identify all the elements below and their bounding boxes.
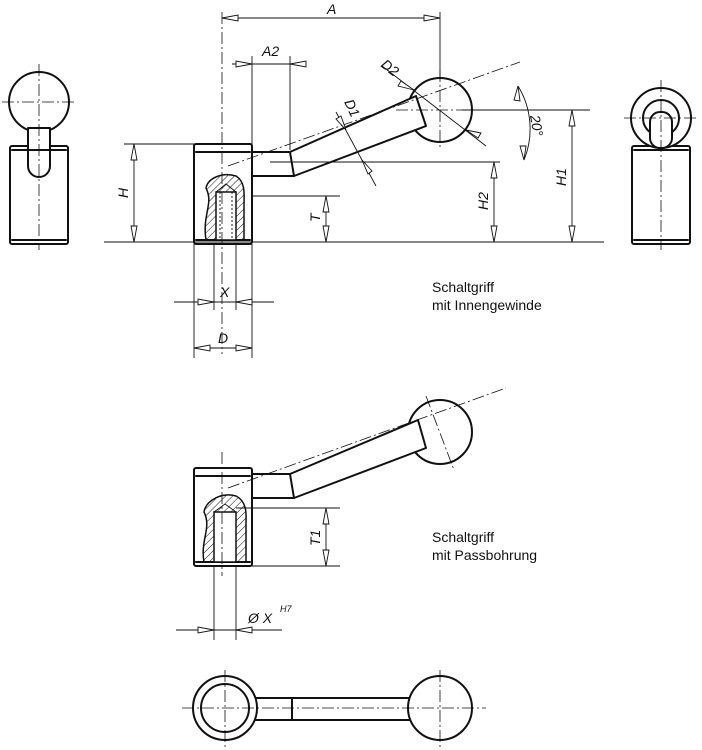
dim-bore-label: Ø X bbox=[247, 610, 273, 626]
dim-h2-label: H2 bbox=[475, 192, 491, 210]
top-view-dimensions: A A2 D1 D2 20° H H1 H2 T X D bbox=[104, 1, 604, 358]
middle-view-dimensions: T1 Ø X H7 bbox=[176, 507, 340, 640]
dim-t-label: T bbox=[307, 212, 323, 222]
dim-x-label: X bbox=[219, 284, 230, 300]
bottom-plan-view bbox=[182, 670, 486, 748]
dim-d-label: D bbox=[218, 330, 228, 346]
dim-h1-label: H1 bbox=[553, 168, 569, 186]
caption-fitted-bore-line2: mit Passbohrung bbox=[432, 547, 538, 563]
left-side-view bbox=[2, 64, 76, 250]
caption-internal-thread: Schaltgriff mit Innengewinde bbox=[432, 278, 542, 314]
dim-t1-label: T1 bbox=[307, 530, 323, 546]
dim-h-label: H bbox=[115, 187, 131, 198]
dim-angle-label: 20° bbox=[527, 113, 547, 138]
top-main-view bbox=[193, 12, 521, 354]
dim-d2-label: D2 bbox=[378, 56, 402, 80]
dim-bore-tolerance: H7 bbox=[280, 604, 292, 614]
caption-fitted-bore: Schaltgriff mit Passbohrung bbox=[432, 528, 537, 564]
caption-fitted-bore-line1: Schaltgriff bbox=[432, 529, 494, 545]
dim-a2-label: A2 bbox=[261, 43, 279, 59]
caption-internal-thread-line2: mit Innengewinde bbox=[432, 297, 542, 313]
dim-d1-label: D1 bbox=[341, 97, 363, 120]
dim-a-label: A bbox=[326, 1, 336, 17]
right-side-view bbox=[624, 80, 698, 250]
caption-internal-thread-line1: Schaltgriff bbox=[432, 279, 494, 295]
middle-view bbox=[193, 387, 507, 576]
